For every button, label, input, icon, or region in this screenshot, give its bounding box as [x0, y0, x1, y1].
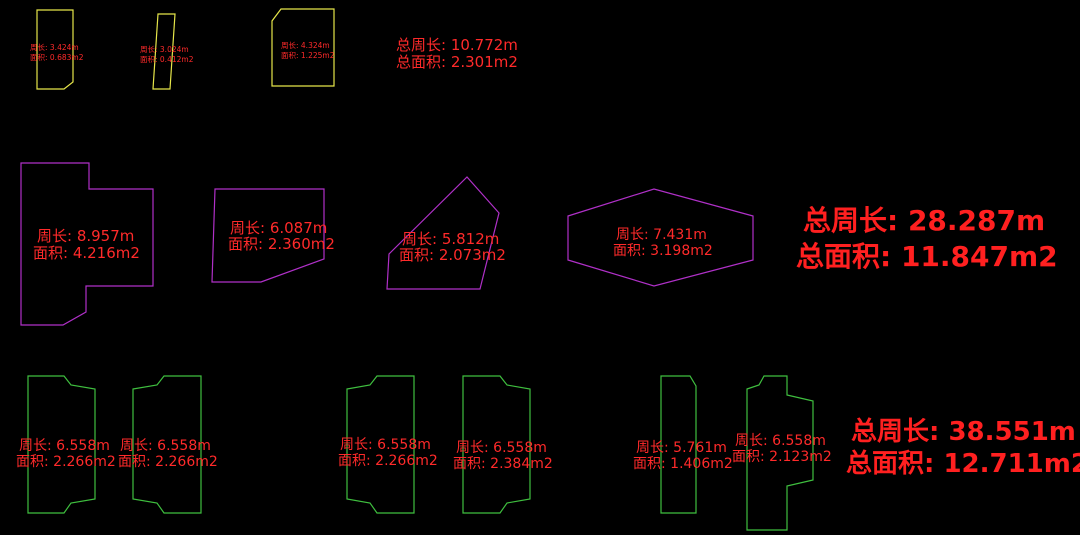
row2-shape-4-outline [567, 188, 754, 287]
row3-shape-2-area: 面积: 2.266m2 [118, 454, 218, 470]
row2-shape-1-outline [20, 162, 154, 326]
row2-shape-4-perimeter: 周长: 7.431m [616, 227, 707, 243]
row2-total-perimeter: 总周长: 28.287m [803, 204, 1045, 237]
row2-shape-2-area: 面积: 2.360m2 [228, 235, 335, 253]
row2-shape-4-area: 面积: 3.198m2 [613, 243, 713, 259]
row3-shape-2-perimeter: 周长: 6.558m [120, 438, 211, 454]
row3-shape-5-perimeter: 周长: 5.761m [636, 440, 727, 456]
row2-shape-3-area: 面积: 2.073m2 [399, 246, 506, 264]
row1-shape-2-outline [152, 13, 176, 90]
row2-shape-3-perimeter: 周长: 5.812m [402, 230, 499, 248]
row2-total-area: 总面积: 11.847m2 [796, 240, 1058, 273]
row3-shape-1-area: 面积: 2.266m2 [16, 454, 116, 470]
row3-shape-5-area: 面积: 1.406m2 [633, 456, 733, 472]
row3-group: 周长: 6.558m 面积: 2.266m2 周长: 6.558m 面积: 2.… [16, 375, 1080, 531]
row3-shape-5-outline [660, 375, 697, 514]
row2-shape-1-perimeter: 周长: 8.957m [37, 227, 134, 245]
row3-shape-4-area: 面积: 2.384m2 [453, 456, 553, 472]
row1-shape-3-perimeter: 周长: 4.324m [281, 40, 330, 50]
row3-shape-4-outline [462, 375, 531, 514]
row3-shape-3-area: 面积: 2.266m2 [338, 453, 438, 469]
row1-group: 周长: 3.424m 面积: 0.683m2 周长: 3.024m 面积: 0.… [30, 8, 518, 90]
row3-shape-2-outline [132, 375, 202, 514]
row3-shape-6-area: 面积: 2.123m2 [732, 449, 832, 465]
row3-shape-3-perimeter: 周长: 6.558m [340, 437, 431, 453]
row1-total-area: 总面积: 2.301m2 [396, 53, 518, 71]
row1-total-perimeter: 总周长: 10.772m [396, 36, 518, 54]
row3-shape-1-outline [27, 375, 96, 514]
row2-shape-2-outline [211, 188, 325, 283]
row3-total-area: 总面积: 12.711m2 [846, 449, 1080, 479]
row1-shape-3-outline [271, 8, 335, 87]
row3-total-perimeter: 总周长: 38.551m [851, 417, 1076, 447]
row2-group: 周长: 8.957m 面积: 4.216m2 周长: 6.087m 面积: 2.… [20, 162, 1058, 326]
row1-shape-1-outline [36, 9, 74, 90]
row1-shape-1-area: 面积: 0.683m2 [30, 52, 84, 62]
row1-shape-2-perimeter: 周长: 3.024m [140, 44, 189, 54]
row1-shape-2-area: 面积: 0.412m2 [140, 54, 194, 64]
row3-shape-3-outline [346, 375, 415, 514]
row2-shape-3-outline [386, 176, 500, 290]
row2-shape-2-perimeter: 周长: 6.087m [230, 219, 327, 237]
row3-shape-1-perimeter: 周长: 6.558m [19, 438, 110, 454]
row1-shape-1-perimeter: 周长: 3.424m [30, 42, 79, 52]
row3-shape-6-perimeter: 周长: 6.558m [735, 433, 826, 449]
row3-shape-4-perimeter: 周长: 6.558m [456, 440, 547, 456]
row1-shape-3-area: 面积: 1.225m2 [281, 50, 335, 60]
row2-shape-1-area: 面积: 4.216m2 [33, 244, 140, 262]
row3-shape-6-outline [746, 375, 814, 531]
